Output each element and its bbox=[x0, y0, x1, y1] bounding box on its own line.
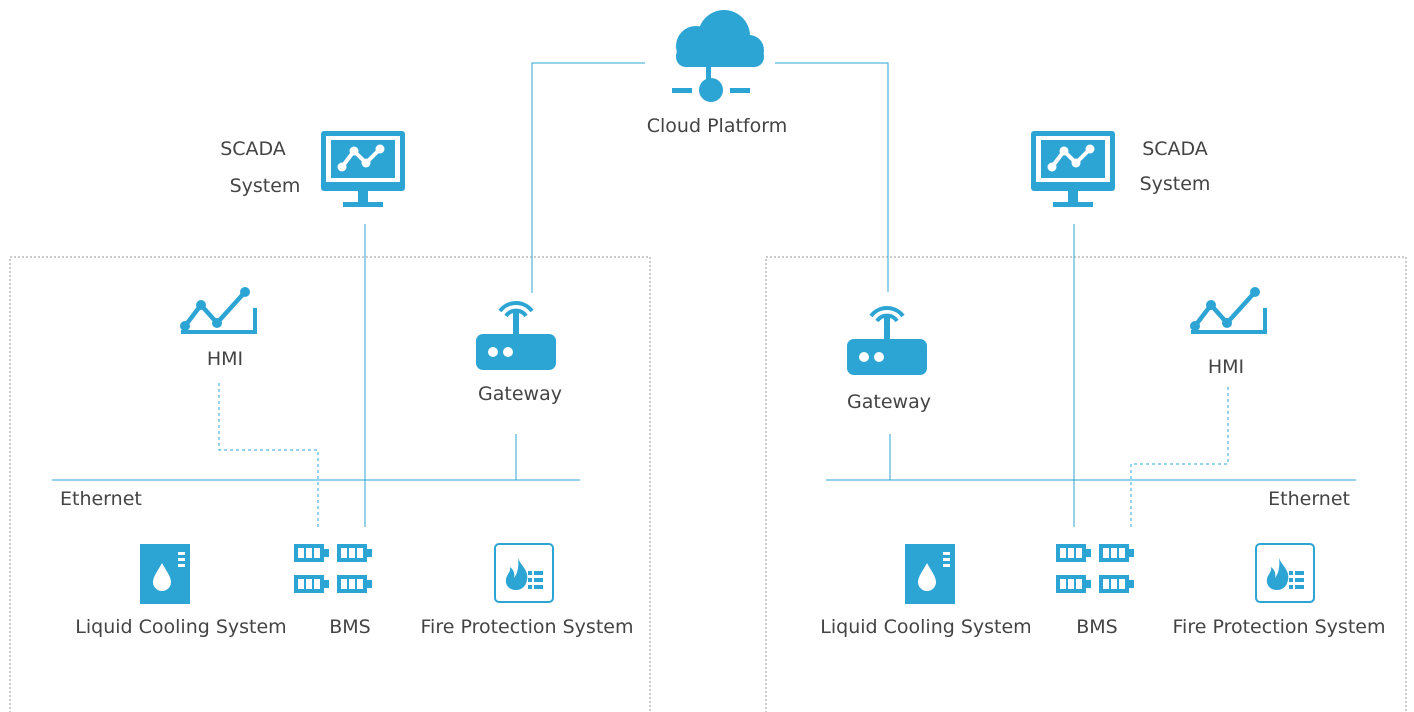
cloud-platform-label: Cloud Platform bbox=[647, 115, 787, 137]
hmi-chart-icon-right bbox=[1190, 287, 1265, 332]
fire-protection-icon-left bbox=[494, 543, 554, 603]
hmi-to-bms-right-line bbox=[1130, 387, 1229, 527]
gateway-label-right: Gateway bbox=[847, 391, 931, 413]
hmi-label-right: HMI bbox=[1208, 356, 1244, 378]
hmi-to-bms-left-line bbox=[218, 383, 319, 527]
scada-label-line1-right: SCADA bbox=[1142, 138, 1208, 160]
scada-monitor-icon-left bbox=[319, 129, 407, 209]
scada-label-line2-left: System bbox=[230, 175, 301, 197]
liquid-cooling-icon-left bbox=[140, 544, 190, 604]
cloud-to-gateway-right-line bbox=[775, 62, 889, 292]
bms-label-left: BMS bbox=[329, 616, 371, 638]
site-frame-left bbox=[9, 256, 651, 712]
liquid-cooling-icon-right bbox=[905, 544, 955, 604]
scada-label-line2-right: System bbox=[1140, 173, 1211, 195]
cloud-to-gateway-left-line bbox=[531, 62, 645, 293]
fire-protection-icon-right bbox=[1255, 543, 1315, 603]
connection-lines bbox=[52, 62, 1356, 527]
liquid-cooling-label-left: Liquid Cooling System bbox=[75, 616, 286, 638]
ethernet-label-right: Ethernet bbox=[1268, 488, 1350, 510]
gateway-router-icon-right bbox=[845, 306, 929, 377]
hmi-chart-icon-left bbox=[180, 287, 255, 332]
hmi-label-left: HMI bbox=[207, 348, 243, 370]
gateway-label-left: Gateway bbox=[478, 383, 562, 405]
bms-battery-icon-left bbox=[294, 544, 372, 593]
liquid-cooling-label-right: Liquid Cooling System bbox=[820, 616, 1031, 638]
fire-protection-label-right: Fire Protection System bbox=[1173, 616, 1386, 638]
cloud-network-icon bbox=[672, 10, 764, 102]
bms-label-right: BMS bbox=[1076, 616, 1118, 638]
site-frame-right bbox=[765, 256, 1407, 712]
scada-label-line1-left: SCADA bbox=[220, 138, 286, 160]
scada-monitor-icon-right bbox=[1029, 129, 1117, 209]
fire-protection-label-left: Fire Protection System bbox=[421, 616, 634, 638]
gateway-router-icon-left bbox=[474, 301, 558, 372]
ethernet-label-left: Ethernet bbox=[60, 488, 142, 510]
bms-battery-icon-right bbox=[1056, 544, 1134, 593]
